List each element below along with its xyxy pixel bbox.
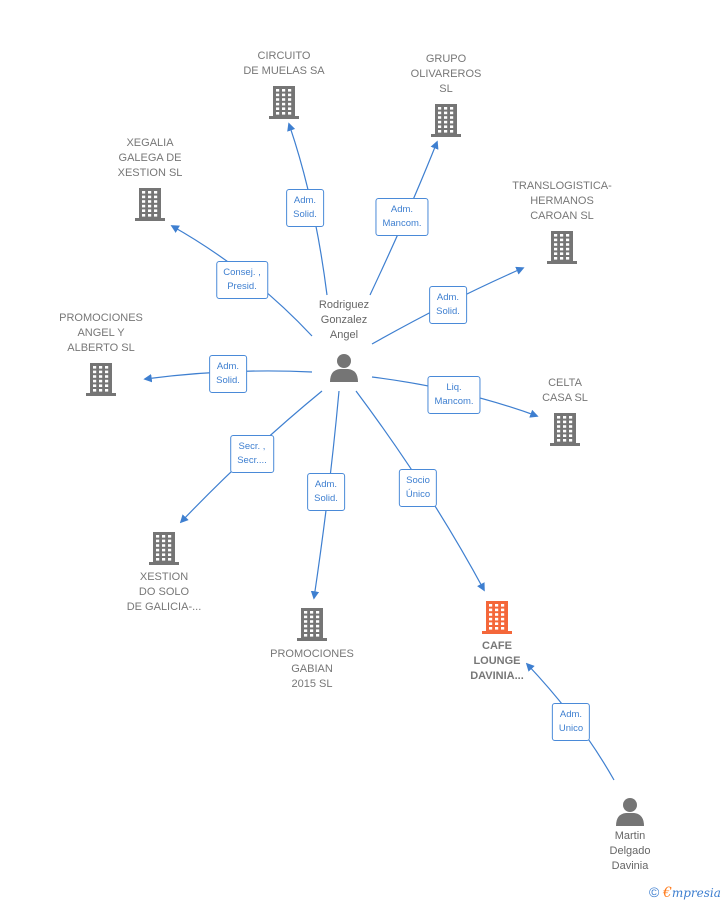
company-building-icon-circuito[interactable] [268,85,300,124]
edge-label-martin-cafe[interactable]: Adm. Unico [551,703,591,741]
edge-label-xegalia[interactable]: Consej. , Presid. [216,261,268,299]
company-label-promociones-angel[interactable]: PROMOCIONES ANGEL Y ALBERTO SL [59,312,143,354]
person-label-martin[interactable]: Martin Delgado Davinia [609,830,651,872]
company-building-icon-translogistica[interactable] [546,230,578,269]
company-label-promociones-gabian[interactable]: PROMOCIONES GABIAN 2015 SL [270,648,354,690]
company-building-icon-xegalia[interactable] [134,187,166,226]
company-building-icon-celta[interactable] [549,412,581,451]
edge-label-translogistica[interactable]: Adm. Solid. [429,286,467,324]
company-label-circuito[interactable]: CIRCUITO DE MUELAS SA [243,50,325,77]
company-label-celta[interactable]: CELTA CASA SL [542,377,588,404]
center-person-label[interactable]: Rodriguez Gonzalez Angel [318,299,370,341]
brand-name: mpresia [671,886,721,900]
copyright-icon: © [649,884,660,900]
company-label-xegalia[interactable]: XEGALIA GALEGA DE XESTION SL [117,137,183,179]
company-building-icon-promociones-angel[interactable] [85,362,117,401]
company-building-icon-promociones-gabian[interactable] [296,607,328,646]
edge-label-xestion[interactable]: Secr. , Secr.... [230,435,274,473]
brand-mark: € [662,885,672,901]
center-person-icon[interactable] [329,352,359,387]
company-label-translogistica[interactable]: TRANSLOGISTICA- HERMANOS CAROAN SL [512,180,612,222]
company-building-icon-xestion[interactable] [148,531,180,570]
edge-label-grupo[interactable]: Adm. Mancom. [375,198,429,236]
edge-label-promociones-gabian[interactable]: Adm. Solid. [307,473,345,511]
company-label-cafe[interactable]: CAFE LOUNGE DAVINIA... [470,640,524,682]
empresia-logo: © €mpresia [649,884,721,904]
edge-label-celta[interactable]: Liq. Mancom. [427,376,481,414]
person-icon-martin[interactable] [615,796,645,831]
company-building-icon-grupo[interactable] [430,103,462,142]
company-label-xestion[interactable]: XESTION DO SOLO DE GALICIA-... [126,571,202,613]
edge-label-circuito[interactable]: Adm. Solid. [286,189,324,227]
edge-label-cafe[interactable]: Socio Único [398,469,438,507]
company-building-icon-cafe[interactable] [481,600,513,639]
edge-label-promociones-angel[interactable]: Adm. Solid. [209,355,247,393]
company-label-grupo[interactable]: GRUPO OLIVAREROS SL [410,53,482,95]
